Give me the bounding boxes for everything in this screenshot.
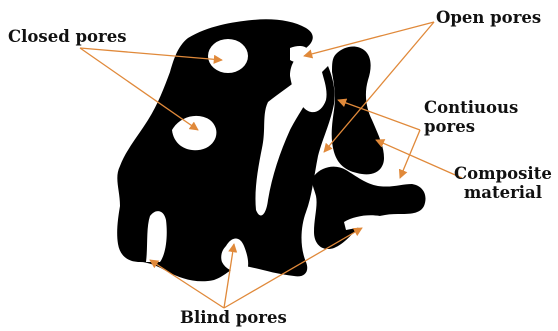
- label-continuous-pores-line1: Contiuous: [424, 98, 518, 117]
- label-continuous-pores: Contiuous pores: [424, 98, 518, 137]
- arrow-continuous-pores-to-gap: [400, 130, 420, 178]
- label-closed-pores: Closed pores: [8, 27, 127, 46]
- label-open-pores: Open pores: [436, 8, 541, 27]
- closed-pore-top: [208, 39, 248, 73]
- composite-block-lower-right: [312, 167, 425, 249]
- label-composite-material-line2: material: [454, 183, 552, 202]
- label-composite-material-line1: Composite: [454, 164, 552, 183]
- open-pore-channel: [290, 46, 308, 62]
- composite-column-right: [332, 47, 384, 175]
- label-blind-pores: Blind pores: [180, 308, 287, 327]
- arrow-composite-material: [376, 140, 462, 178]
- label-composite-material: Composite material: [454, 164, 552, 203]
- label-continuous-pores-line2: pores: [424, 117, 518, 136]
- arrow-open-pores-to-top: [304, 22, 434, 56]
